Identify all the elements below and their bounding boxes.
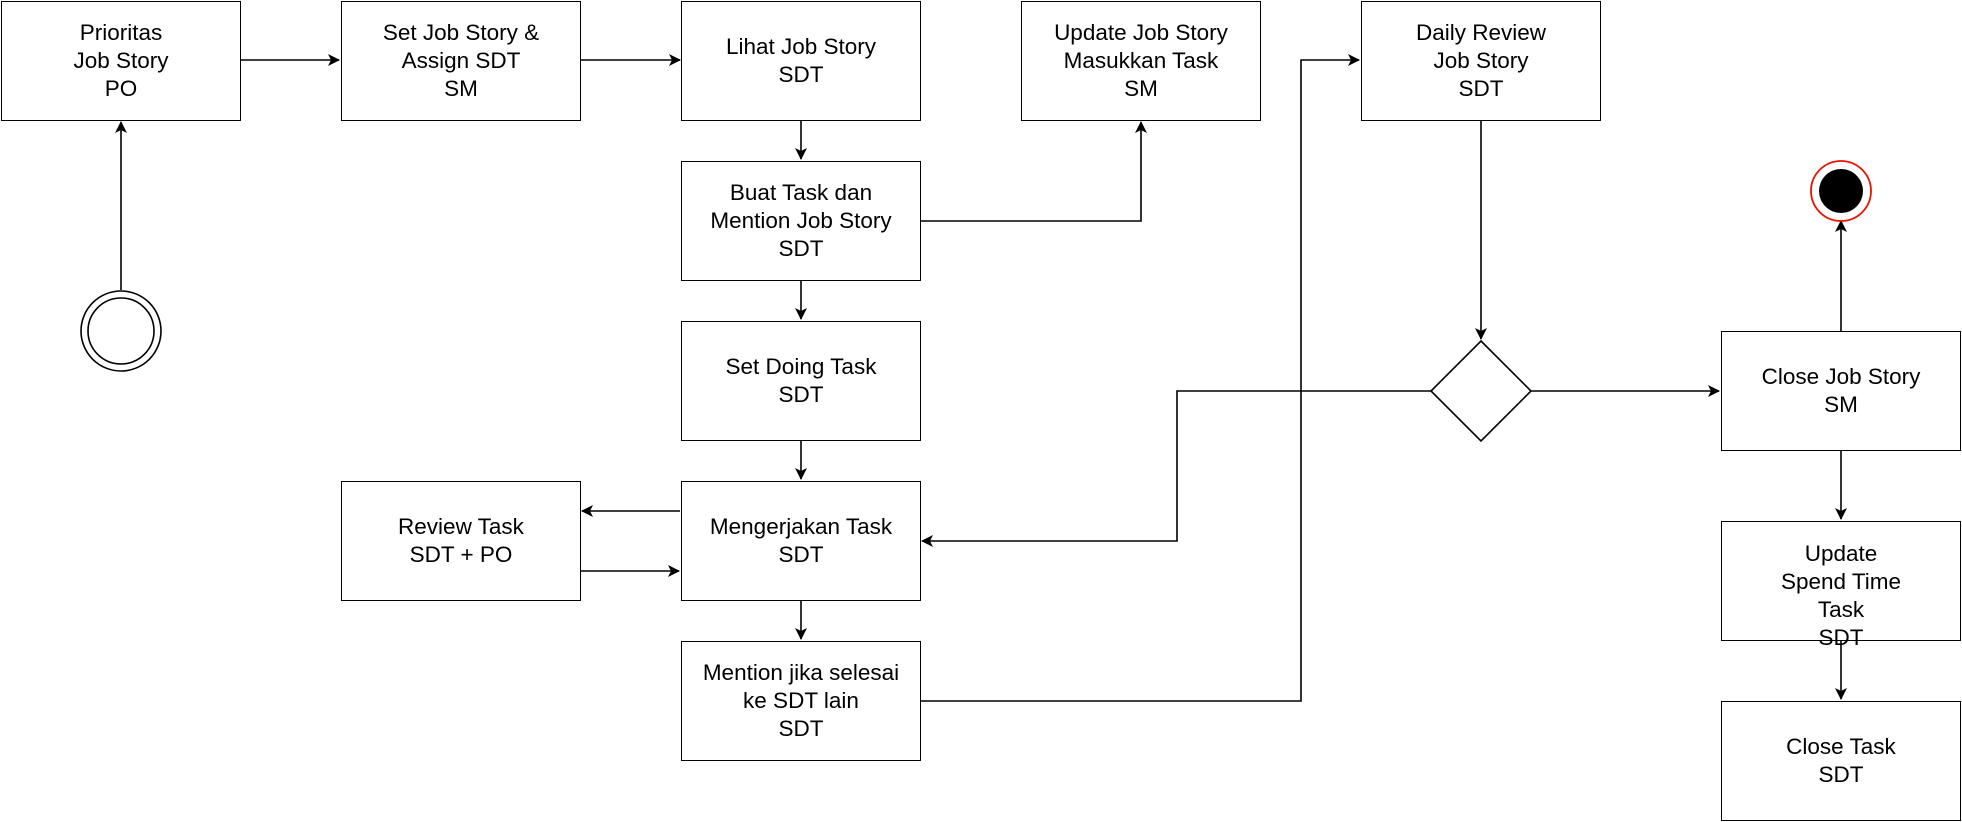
start-node	[80, 290, 162, 372]
edge-mention-to-daily-review	[921, 54, 1360, 702]
end-node	[1810, 160, 1872, 222]
edge-buat-task-to-update-job-story	[921, 121, 1147, 222]
decision-diamond	[1429, 339, 1533, 443]
edge-decision-to-mengerjakan	[921, 390, 1431, 547]
